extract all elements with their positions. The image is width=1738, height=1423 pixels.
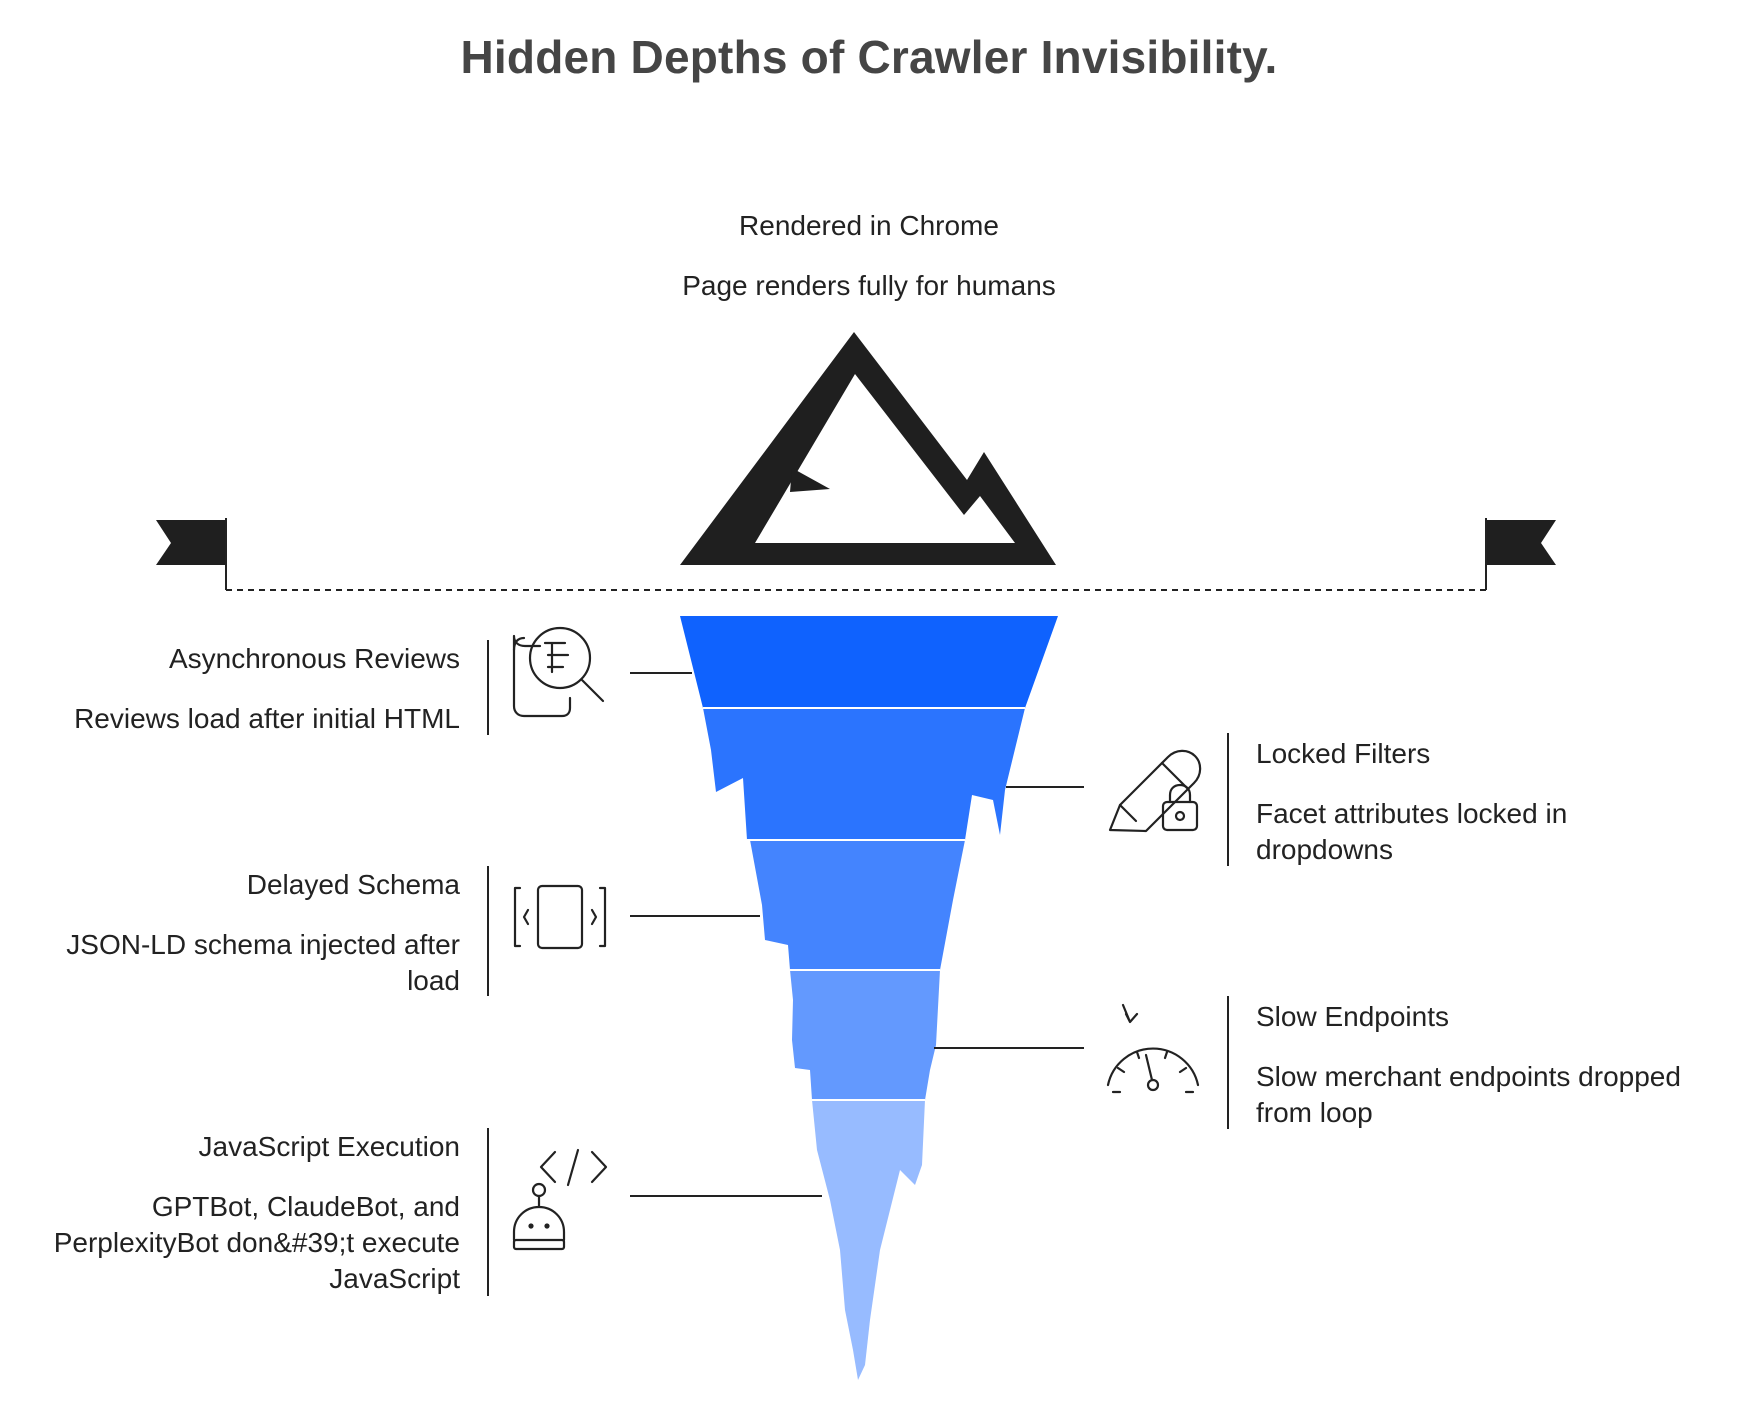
layer-band-2 — [703, 708, 1025, 840]
right-flag-icon — [1485, 518, 1556, 590]
layer-4-description: Slow merchant endpoints dropped from loo… — [1256, 1061, 1681, 1128]
robot-code-icon — [512, 1148, 608, 1251]
layer-4-divider — [1227, 996, 1229, 1129]
code-brackets-icon — [513, 884, 607, 950]
layer-1-title: Asynchronous Reviews — [168, 643, 460, 674]
tip-title: Rendered in Chrome — [739, 210, 999, 241]
diagram-title: Hidden Depths of Crawler Invisibility. — [460, 31, 1278, 83]
layer-2-description: Facet attributes locked in dropdowns — [1256, 798, 1568, 865]
layer-2-label: Locked Filters Facet attributes locked i… — [1256, 736, 1676, 868]
layer-band-1 — [680, 616, 1058, 708]
tip-description: Page renders fully for humans — [682, 270, 1056, 301]
iceberg-layers — [680, 616, 1058, 1380]
pencil-lock-icon — [1108, 749, 1202, 833]
layer-1-description: Reviews load after initial HTML — [74, 703, 460, 734]
layer-5-description: GPTBot, ClaudeBot, and PerplexityBot don… — [53, 1191, 460, 1294]
layer-1-label: Asynchronous Reviews Reviews load after … — [30, 641, 460, 737]
layer-band-3 — [750, 840, 965, 970]
left-flag-icon — [156, 518, 227, 590]
layer-2-title: Locked Filters — [1256, 738, 1431, 769]
mountain-tip-icon — [680, 332, 1056, 565]
layer-3-description: JSON-LD schema injected after load — [66, 929, 460, 996]
layer-1-divider — [487, 640, 489, 735]
layer-5-title: JavaScript Execution — [198, 1131, 460, 1162]
speedometer-icon — [1106, 1003, 1200, 1094]
layer-3-title: Delayed Schema — [246, 869, 460, 900]
layer-3-divider — [487, 866, 489, 996]
layer-4-title: Slow Endpoints — [1256, 1001, 1450, 1032]
layer-5-label: JavaScript Execution GPTBot, ClaudeBot, … — [30, 1129, 460, 1297]
layer-3-label: Delayed Schema JSON-LD schema injected a… — [30, 867, 460, 999]
layer-band-5 — [812, 1100, 925, 1380]
document-search-icon — [512, 626, 605, 718]
layer-4-label: Slow Endpoints Slow merchant endpoints d… — [1256, 999, 1716, 1131]
layer-2-divider — [1227, 733, 1229, 866]
layer-band-4 — [790, 970, 940, 1100]
layer-5-divider — [487, 1128, 489, 1296]
